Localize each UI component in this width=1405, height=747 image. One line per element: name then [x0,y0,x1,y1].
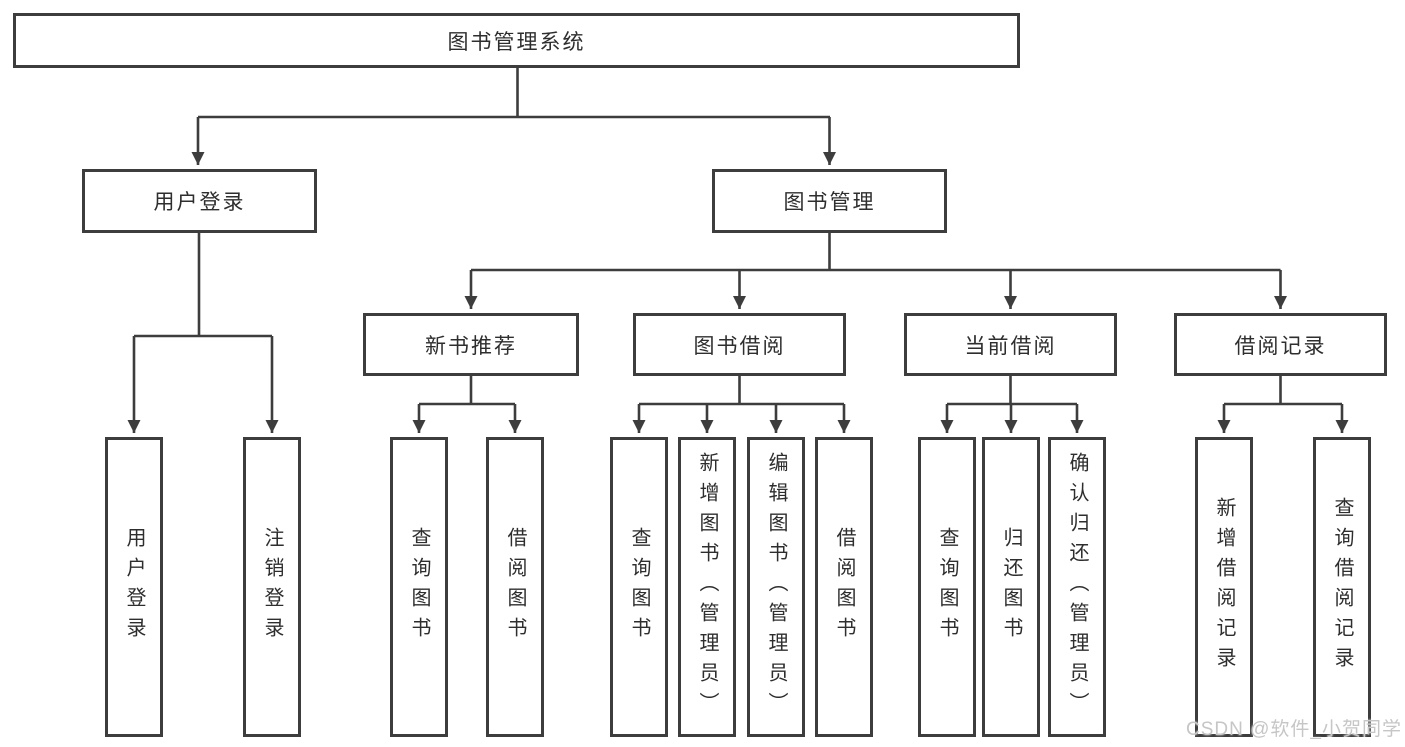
connector-new-books-children [412,376,522,433]
leaf-logout-label: 注销登录 [261,527,283,647]
node-book-borrowing-label: 图书借阅 [693,334,786,358]
node-new-book-recommend-label: 新书推荐 [425,334,517,358]
leaf-query-books-current: 查询图书 [918,437,976,737]
node-library-system-label: 图书管理系统 [447,30,586,54]
leaf-query-books-borrow-label: 查询图书 [628,527,650,647]
connector-current-borrow-children [940,376,1084,433]
node-borrowing-records-label: 借阅记录 [1234,334,1327,358]
leaf-logout: 注销登录 [243,437,301,737]
leaf-borrow-books-recommend: 借阅图书 [486,437,544,737]
leaf-return-books: 归还图书 [982,437,1040,737]
leaf-add-borrow-record: 新增借阅记录 [1195,437,1253,737]
node-current-borrowing-label: 当前借阅 [964,334,1057,358]
leaf-query-books-current-label: 查询图书 [936,527,958,647]
leaf-add-borrow-record-label: 新增借阅记录 [1213,497,1235,677]
node-new-book-recommend: 新书推荐 [363,313,579,376]
leaf-query-borrow-record: 查询借阅记录 [1313,437,1371,737]
leaf-user-login: 用户登录 [105,437,163,737]
node-current-borrowing: 当前借阅 [904,313,1117,376]
leaf-query-borrow-record-label: 查询借阅记录 [1331,497,1353,677]
node-borrowing-records: 借阅记录 [1174,313,1387,376]
leaf-query-books-borrow: 查询图书 [610,437,668,737]
node-book-management: 图书管理 [712,169,947,233]
node-user-login: 用户登录 [82,169,317,233]
leaf-user-login-label: 用户登录 [123,527,145,647]
csdn-watermark: CSDN @软件_小贺同学 [1186,719,1402,740]
leaf-borrow-books: 借阅图书 [815,437,873,737]
leaf-borrow-books-recommend-label: 借阅图书 [504,527,526,647]
leaf-confirm-return-admin: 确认归还（管理员） [1048,437,1106,737]
connector-book-borrow-children [632,376,851,433]
leaf-confirm-return-admin-label: 确认归还（管理员） [1066,452,1088,722]
leaf-borrow-books-label: 借阅图书 [833,527,855,647]
connector-book-mgmt-to-level3 [464,233,1287,309]
node-book-borrowing: 图书借阅 [633,313,846,376]
node-user-login-label: 用户登录 [153,191,246,214]
leaf-add-book-admin-label: 新增图书（管理员） [696,452,718,722]
leaf-return-books-label: 归还图书 [1000,527,1022,647]
leaf-add-book-admin: 新增图书（管理员） [678,437,736,737]
leaf-edit-book-admin: 编辑图书（管理员） [747,437,805,737]
connector-user-login-children [127,233,279,433]
leaf-edit-book-admin-label: 编辑图书（管理员） [765,452,787,722]
node-library-system: 图书管理系统 [13,13,1020,68]
leaf-query-books-recommend-label: 查询图书 [408,527,430,647]
connector-root-to-level2 [191,68,836,165]
node-book-management-label: 图书管理 [783,191,876,214]
connector-borrow-records-children [1217,376,1349,433]
leaf-query-books-recommend: 查询图书 [390,437,448,737]
